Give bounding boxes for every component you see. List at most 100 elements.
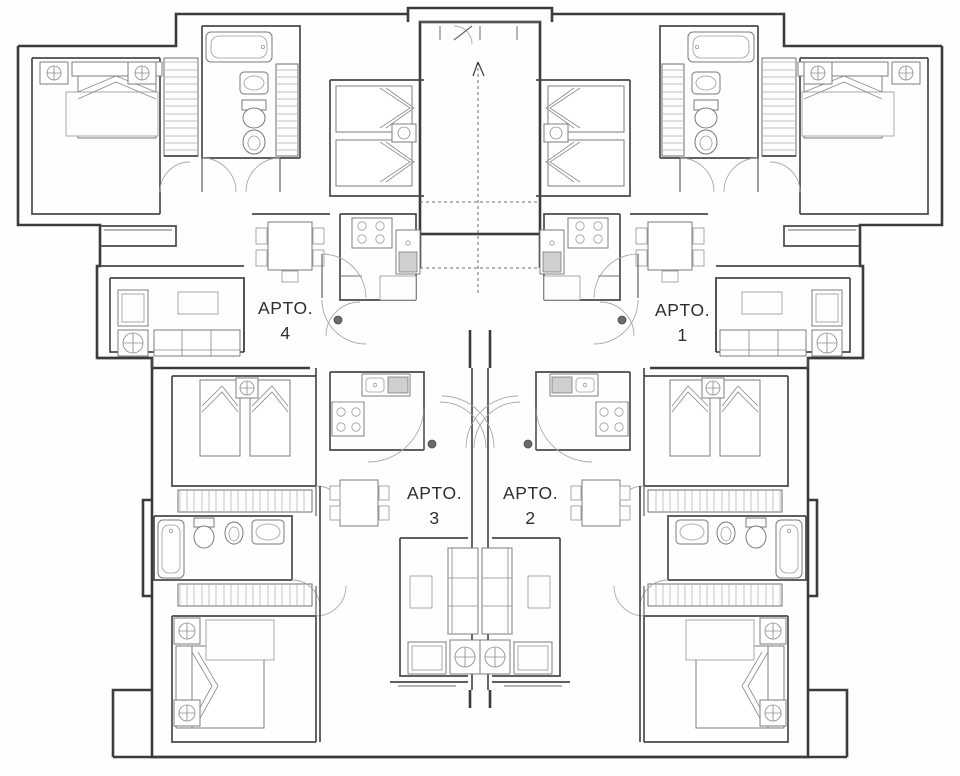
stovetop-apto2	[595, 401, 629, 437]
apto2-number: 2	[525, 508, 536, 529]
unit-apto2	[479, 368, 807, 743]
nightstand-bottom-apto2	[759, 699, 787, 727]
sink-apto3	[251, 519, 285, 545]
nightstand-shared-apto2	[701, 377, 725, 399]
apto2-dining	[570, 479, 631, 527]
apto1-number: 1	[677, 325, 688, 346]
apto1-kitchen	[539, 213, 621, 301]
apto4-dining	[252, 213, 330, 283]
apto4-number: 4	[280, 323, 291, 344]
dining-chairs-apto3	[329, 485, 390, 521]
side-table-apto3	[449, 639, 481, 675]
apto1-secondary-bedroom	[536, 79, 631, 197]
core-entry-door-swings	[321, 253, 639, 449]
sink-apto1	[691, 71, 721, 95]
apto3-kitchen	[329, 371, 425, 463]
bidet-apto4	[242, 129, 266, 155]
armchair-apto3	[407, 641, 447, 675]
apto1-master-bedroom	[797, 57, 929, 215]
nightstand-right-apto4	[127, 61, 157, 85]
single-bed-left-apto2	[719, 379, 761, 457]
stovetop-apto1	[567, 217, 609, 249]
armchair-apto1	[811, 289, 843, 327]
sofa-apto4	[153, 329, 241, 357]
apartment-label-apto2: APTO. 2	[503, 481, 558, 532]
unit-apto3	[153, 368, 481, 743]
double-bed-apto2	[685, 619, 785, 729]
apartment-label-apto1: APTO. 1	[655, 298, 710, 349]
toilet-apto3	[193, 517, 215, 549]
bidet-apto2	[716, 521, 736, 545]
bidet-apto3	[224, 521, 244, 545]
double-bed-apto3	[175, 619, 275, 729]
toilet-apto2	[745, 517, 767, 549]
dining-chairs-apto1	[635, 227, 705, 283]
armchair-apto4	[117, 289, 149, 327]
sink-apto2	[675, 519, 709, 545]
nightstand-top-apto3	[173, 617, 201, 645]
apartment-label-apto4: APTO. 4	[258, 296, 313, 347]
refrigerator-apto1	[539, 229, 565, 275]
apto1-word: APTO.	[655, 300, 711, 320]
single-bed-lower-apto1	[545, 139, 625, 187]
apto4-kitchen	[339, 213, 421, 301]
apto1-doors-upper	[679, 157, 801, 193]
apto3-number: 3	[429, 508, 440, 529]
stovetop-apto3	[331, 401, 365, 437]
nightstand-left-apto4	[39, 61, 69, 85]
apto1-dining	[630, 213, 708, 283]
bathtub-apto3	[157, 519, 185, 579]
apto3-twin-bedroom	[171, 375, 317, 513]
apto3-master-bedroom	[171, 615, 317, 743]
sofa-apto1	[719, 329, 807, 357]
apto1-closet	[761, 57, 797, 157]
nightstand-shared-apto3	[235, 377, 259, 399]
side-table-apto4	[117, 329, 149, 357]
sofa-apto2	[481, 547, 513, 635]
apto3-dining	[329, 479, 390, 527]
apto3-bathroom	[153, 515, 313, 607]
double-bed-apto1	[797, 61, 895, 139]
apto2-word: APTO.	[503, 483, 559, 503]
apto4-closet	[163, 57, 199, 157]
nightstand-left-apto1	[891, 61, 921, 85]
apto4-living-room	[109, 277, 245, 357]
upper-shoulder-walls	[100, 225, 860, 247]
unit-apto4	[31, 25, 424, 368]
dining-chairs-apto4	[255, 227, 325, 283]
apto4-master-bedroom	[31, 57, 163, 215]
nightstand-bottom-apto3	[173, 699, 201, 727]
apartment-label-apto3: APTO. 3	[407, 481, 462, 532]
building-envelope	[16, 6, 944, 759]
refrigerator-apto4	[395, 229, 421, 275]
bathtub-apto2	[775, 519, 803, 579]
bathtub-apto4	[205, 31, 273, 63]
single-bed-lower-apto4	[335, 139, 415, 187]
apto2-kitchen	[535, 371, 631, 463]
bidet-apto1	[694, 129, 718, 155]
apto1-living-room	[715, 277, 851, 357]
apto4-doors-upper	[159, 157, 281, 193]
nightstand-top-apto2	[759, 617, 787, 645]
sink-apto4	[239, 71, 269, 95]
unit-apto1	[536, 25, 929, 368]
apto4-word: APTO.	[258, 298, 314, 318]
sofa-apto3	[447, 547, 479, 635]
toilet-apto1	[693, 99, 719, 129]
apto2-twin-bedroom	[643, 375, 789, 513]
toilet-apto4	[241, 99, 267, 129]
bathtub-apto1	[687, 31, 755, 63]
dining-chairs-apto2	[570, 485, 631, 521]
apto3-living-room	[399, 537, 481, 677]
central-stairwell-core	[418, 20, 542, 708]
apto2-master-bedroom	[643, 615, 789, 743]
single-bed-left-apto3	[199, 379, 241, 457]
apto3-word: APTO.	[407, 483, 463, 503]
nightstand-shared-apto1	[543, 123, 569, 143]
side-table-apto1	[811, 329, 843, 357]
nightstand-shared-apto4	[391, 123, 417, 143]
kitchen-sink-apto3	[361, 373, 411, 397]
apto1-bathroom	[659, 25, 759, 159]
